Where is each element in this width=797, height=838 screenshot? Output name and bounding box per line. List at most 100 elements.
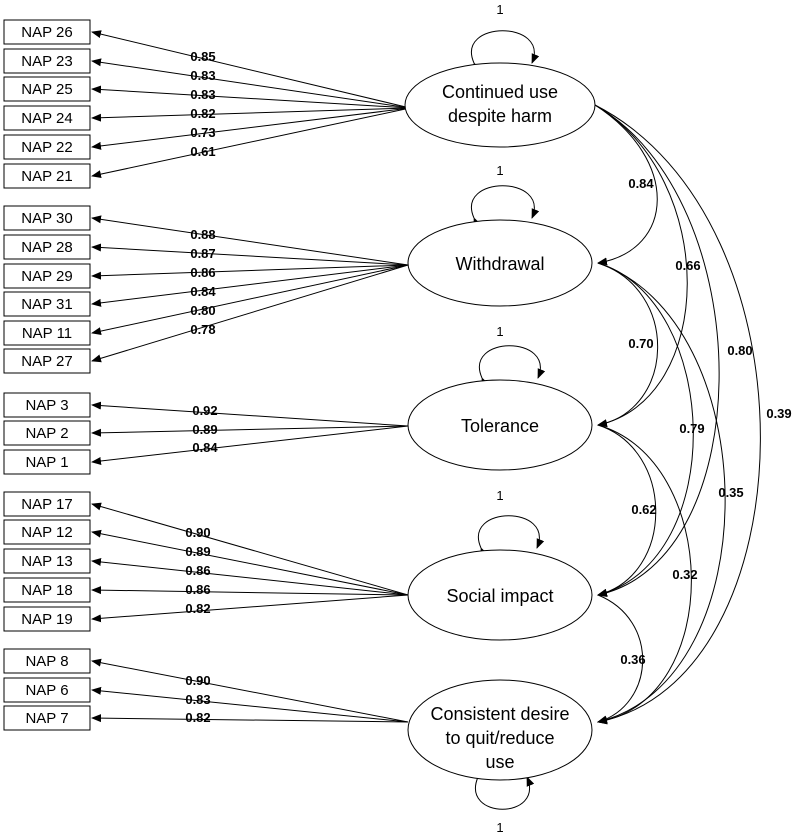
factor-social-impact: Social impact (407, 549, 593, 641)
indicator-nap1: NAP 1 (3, 449, 91, 475)
corr-arc-f2-f4 (597, 262, 694, 597)
indicator-label: NAP 19 (21, 611, 72, 628)
loading-label-nap30: 0.88 (190, 227, 215, 242)
loading-line-nap25 (91, 85, 411, 109)
factor-consistent-desire: Consistent desire to quit/reduce use (407, 679, 593, 781)
loading-label-nap13: 0.86 (185, 563, 210, 578)
loading-label-nap6: 0.83 (185, 692, 210, 707)
loading-line-nap31 (91, 264, 409, 307)
factor-tolerance: Tolerance (407, 379, 593, 471)
variance-loops: 1 1 1 1 1 (471, 2, 546, 835)
indicator-label: NAP 1 (25, 454, 68, 471)
indicator-nap11: NAP 11 (3, 320, 91, 346)
indicator-label: NAP 3 (25, 397, 68, 414)
loading-line-nap2 (91, 425, 409, 437)
loading-label-nap19: 0.82 (185, 601, 210, 616)
loading-line-nap18 (91, 586, 409, 596)
indicator-label: NAP 27 (21, 353, 72, 370)
indicator-nap23: NAP 23 (3, 48, 91, 74)
variance-loop-f3 (479, 345, 546, 388)
corr-label-f2-f3: 0.70 (628, 336, 653, 351)
indicator-nap19: NAP 19 (3, 606, 91, 632)
indicator-label: NAP 2 (25, 425, 68, 442)
factor-label-f4: Social impact (446, 586, 553, 606)
loading-label-nap31: 0.84 (190, 284, 216, 299)
loading-label-nap27: 0.78 (190, 322, 215, 337)
loading-label-nap25: 0.83 (190, 87, 215, 102)
loading-label-nap1: 0.84 (192, 440, 218, 455)
corr-label-f3-f4: 0.62 (631, 502, 656, 517)
correlation-arcs (585, 96, 761, 725)
factor-label-f1-line1: Continued use (442, 82, 558, 102)
corr-arc-f2-f3 (597, 262, 659, 428)
factor-label-f5-line3: use (485, 752, 514, 772)
factor-label-f2: Withdrawal (455, 254, 544, 274)
loading-line-nap22 (91, 107, 411, 150)
loading-label-nap26: 0.85 (190, 49, 215, 64)
loading-label-nap23: 0.83 (190, 68, 215, 83)
corr-label-f3-f5: 0.32 (672, 567, 697, 582)
corr-label-f1-f2: 0.84 (628, 176, 654, 191)
corr-arc-f2-f5 (597, 262, 726, 724)
indicator-nap13: NAP 13 (3, 548, 91, 574)
indicator-nap27: NAP 27 (3, 348, 91, 374)
loading-line-nap17 (91, 502, 409, 596)
variance-label-f2: 1 (496, 163, 503, 178)
indicator-label: NAP 30 (21, 210, 72, 227)
loading-label-nap29: 0.86 (190, 265, 215, 280)
loading-label-nap22: 0.73 (190, 125, 215, 140)
corr-label-f1-f4: 0.80 (727, 343, 752, 358)
loading-label-nap8: 0.90 (185, 673, 210, 688)
indicator-label: NAP 26 (21, 24, 72, 41)
factor-label-f5-line1: Consistent desire (430, 704, 569, 724)
corr-label-f2-f4: 0.79 (679, 421, 704, 436)
variance-loop-f4 (478, 515, 545, 558)
indicator-nap25: NAP 25 (3, 76, 91, 102)
loading-line-nap13 (91, 557, 409, 596)
indicator-nap22: NAP 22 (3, 134, 91, 160)
variance-label-f3: 1 (496, 324, 503, 339)
loading-label-nap3: 0.92 (192, 403, 217, 418)
loading-line-nap30 (91, 215, 409, 266)
indicator-label: NAP 25 (21, 81, 72, 98)
corr-arc-f1-f5 (585, 97, 761, 725)
loading-line-nap1 (91, 425, 409, 465)
variance-label-f5: 1 (496, 820, 503, 835)
variance-loop-f5 (475, 767, 535, 810)
loading-label-nap11: 0.80 (190, 303, 215, 318)
loading-label-nap2: 0.89 (192, 422, 217, 437)
loading-line-nap27 (91, 264, 409, 363)
loading-line-nap23 (91, 58, 411, 109)
indicator-label: NAP 12 (21, 524, 72, 541)
indicator-label: NAP 31 (21, 296, 72, 313)
variance-label-f4: 1 (496, 488, 503, 503)
indicator-nap17: NAP 17 (3, 491, 91, 517)
indicator-nap2: NAP 2 (3, 420, 91, 446)
loading-label-nap7: 0.82 (185, 710, 210, 725)
variance-loop-f2 (471, 185, 540, 228)
indicator-nap8: NAP 8 (3, 648, 91, 674)
corr-label-f1-f5: 0.39 (766, 406, 791, 421)
factor-withdrawal: Withdrawal (407, 219, 593, 307)
loading-label-nap28: 0.87 (190, 246, 215, 261)
indicator-nap18: NAP 18 (3, 577, 91, 603)
loading-labels: 0.85 0.83 0.83 0.82 0.73 0.61 0.88 0.87 … (185, 49, 218, 725)
variance-label-f1: 1 (496, 2, 503, 17)
indicator-nap29: NAP 29 (3, 263, 91, 289)
indicator-nap21: NAP 21 (3, 163, 91, 189)
loading-label-nap18: 0.86 (185, 582, 210, 597)
indicator-nap7: NAP 7 (3, 705, 91, 731)
corr-label-f2-f5: 0.35 (718, 485, 743, 500)
indicator-label: NAP 29 (21, 268, 72, 285)
factor-continued-use: Continued use despite harm (404, 62, 596, 148)
indicator-nap6: NAP 6 (3, 677, 91, 703)
loading-line-nap11 (91, 264, 409, 336)
indicator-label: NAP 24 (21, 110, 72, 127)
loading-label-nap24: 0.82 (190, 106, 215, 121)
indicator-label: NAP 11 (22, 325, 72, 342)
factor-label-f5-line2: to quit/reduce (445, 728, 554, 748)
loading-line-nap7 (91, 714, 409, 723)
factor-label-f1-line2: despite harm (448, 106, 552, 126)
corr-label-f4-f5: 0.36 (620, 652, 645, 667)
loading-label-nap17: 0.90 (185, 525, 210, 540)
